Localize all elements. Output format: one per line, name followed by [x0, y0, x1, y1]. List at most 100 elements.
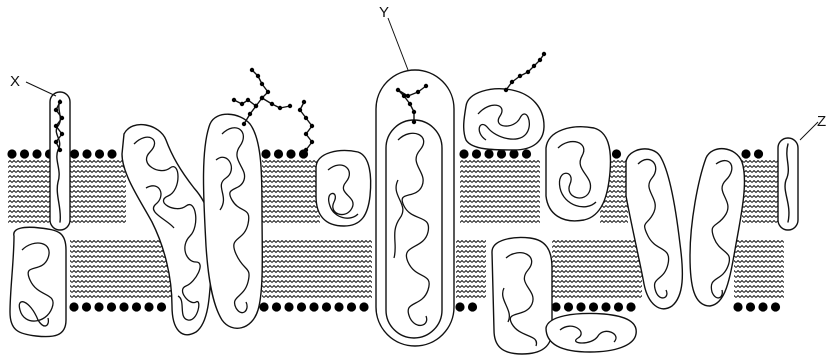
- sugar-bead: [58, 148, 62, 152]
- phospholipid-head: [576, 302, 585, 311]
- phospholipid-head: [284, 302, 293, 311]
- phospholipid-head: [70, 149, 79, 158]
- sugar-bead: [310, 124, 314, 128]
- phospholipid-head: [259, 302, 268, 311]
- glycoprotein-b: [204, 114, 263, 328]
- phospholipid-head: [626, 302, 635, 311]
- phospholipid-head: [497, 149, 506, 158]
- sugar-bead: [254, 104, 258, 108]
- sugar-bead: [266, 90, 270, 94]
- sugar-bead: [60, 116, 64, 120]
- phospholipid-head: [509, 149, 518, 158]
- phospholipid-head: [334, 302, 343, 311]
- sugar-bead: [54, 140, 58, 144]
- phospholipid-head: [32, 149, 41, 158]
- sugar-bead: [54, 124, 58, 128]
- phospholipid-head: [157, 302, 166, 311]
- phospholipid-head: [94, 302, 103, 311]
- protein-z: [778, 138, 798, 230]
- phospholipid-head: [7, 149, 16, 158]
- phospholipid-head: [359, 302, 368, 311]
- sugar-bead: [406, 94, 410, 98]
- phospholipid-head: [601, 302, 610, 311]
- sugar-bead: [240, 102, 244, 106]
- phospholipid-head: [322, 302, 331, 311]
- peripheral-protein-lower-left: [10, 227, 66, 336]
- sugar-bead: [518, 74, 522, 78]
- label-y: Y: [379, 4, 389, 21]
- sugar-link: [262, 98, 290, 108]
- phospholipid-head: [107, 302, 116, 311]
- label-z: Z: [817, 113, 826, 130]
- sugar-bead: [242, 122, 246, 126]
- oligosaccharide-chain-upper-right: [504, 52, 546, 92]
- sugar-bead: [54, 108, 58, 112]
- phospholipid-head: [297, 302, 306, 311]
- phospholipid-head: [144, 302, 153, 311]
- sugar-bead: [412, 120, 416, 124]
- sugar-bead: [302, 100, 306, 104]
- phospholipid-head: [746, 302, 755, 311]
- phospholipid-head: [95, 149, 104, 158]
- phospholipid-head: [274, 149, 283, 158]
- phospholipid-head: [484, 149, 493, 158]
- sugar-bead: [248, 112, 252, 116]
- phospholipid-head: [261, 149, 270, 158]
- sugar-bead: [408, 102, 412, 106]
- phospholipid-head: [612, 149, 621, 158]
- sugar-bead: [510, 80, 514, 84]
- sugar-bead: [260, 96, 264, 100]
- phospholipid-head: [472, 149, 481, 158]
- sugar-bead: [416, 90, 420, 94]
- sugar-bead: [424, 84, 428, 88]
- leader-line-z: [800, 122, 818, 140]
- sugar-bead: [304, 116, 308, 120]
- glycolipid-chain-mid: [298, 100, 314, 152]
- phospholipid-head: [309, 302, 318, 311]
- phospholipid-head: [20, 149, 29, 158]
- sugar-bead: [538, 58, 542, 62]
- sugar-bead: [310, 140, 314, 144]
- sugar-bead: [246, 98, 250, 102]
- phospholipid-head: [459, 149, 468, 158]
- sugar-bead: [288, 104, 292, 108]
- sugar-bead: [58, 100, 62, 104]
- phospholipid-head: [107, 149, 116, 158]
- phospholipid-head: [286, 149, 295, 158]
- sugar-link: [234, 100, 256, 106]
- phospholipid-head: [589, 302, 598, 311]
- phospholipid-head: [82, 149, 91, 158]
- peripheral-protein-upper-right: [546, 127, 610, 221]
- sugar-bead: [304, 132, 308, 136]
- sugar-bead: [278, 106, 282, 110]
- sugar-bead: [260, 82, 264, 86]
- phospholipid-head: [347, 302, 356, 311]
- phospholipid-head: [754, 149, 763, 158]
- leader-line-x: [26, 82, 56, 96]
- phospholipid-head: [551, 302, 560, 311]
- phospholipid-head: [119, 302, 128, 311]
- sugar-bead: [298, 108, 302, 112]
- protein-x: [50, 92, 70, 230]
- sugar-bead: [412, 110, 416, 114]
- sugar-bead: [504, 88, 508, 92]
- peripheral-glycoprotein-upper: [464, 89, 544, 150]
- phospholipid-head: [733, 302, 742, 311]
- sugar-bead: [396, 88, 400, 92]
- sugar-bead: [402, 94, 406, 98]
- phospholipid-head: [564, 302, 573, 311]
- phospholipid-head: [132, 302, 141, 311]
- sugar-bead: [60, 132, 64, 136]
- sugar-bead: [232, 98, 236, 102]
- sugar-link: [244, 70, 268, 124]
- phospholipid-head: [758, 302, 767, 311]
- sugar-bead: [256, 74, 260, 78]
- peripheral-protein-middle: [316, 151, 371, 226]
- peripheral-protein-bottom-flat: [546, 314, 636, 352]
- phospholipid-head: [69, 302, 78, 311]
- phospholipid-head: [82, 302, 91, 311]
- sugar-bead: [542, 52, 546, 56]
- sugar-bead: [250, 68, 254, 72]
